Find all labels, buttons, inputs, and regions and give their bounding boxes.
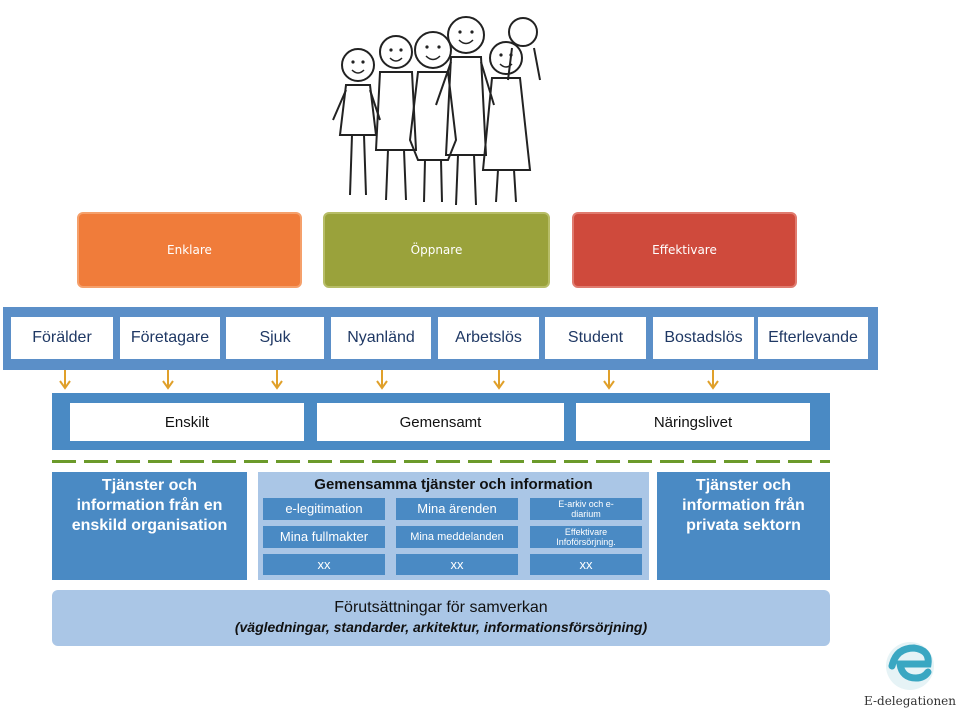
cell-xx: xx — [530, 554, 642, 575]
cell-xx: xx — [396, 554, 518, 575]
right-box-line: privata sektorn — [686, 517, 801, 534]
arrow-down-icon — [59, 370, 71, 390]
level-oppnare: Öppnare — [323, 212, 550, 288]
level-label: Effektivare — [652, 243, 717, 257]
target-band: Enskilt Gemensamt Näringslivet — [52, 393, 830, 450]
cell-line: Infoförsörjning. — [556, 537, 616, 547]
persona-efterlevande: Efterlevande — [758, 317, 868, 359]
persona-foretagare: Företagare — [120, 317, 220, 359]
cell-mina-meddelanden: Mina meddelanden — [396, 526, 518, 548]
logo-text: E-delegationen — [863, 694, 957, 708]
persona-band: Förälder Företagare Sjuk Nyanländ Arbets… — [3, 307, 878, 370]
cell-effektivare: Effektivare Infoförsörjning. — [530, 526, 642, 548]
persona-sjuk: Sjuk — [226, 317, 324, 359]
cell-xx: xx — [263, 554, 385, 575]
right-box-line: information från — [682, 497, 805, 514]
cell-line: diarium — [571, 509, 601, 519]
e-delegationen-logo: E-delegationen — [862, 640, 958, 712]
foundation-subtitle: (vägledningar, standarder, arkitektur, i… — [234, 619, 648, 635]
left-box-line: information från en — [76, 497, 223, 514]
arrow-down-icon — [376, 370, 388, 390]
cell-line: Effektivare — [564, 527, 608, 537]
target-gemensamt: Gemensamt — [317, 403, 564, 441]
level-enklare: Enklare — [77, 212, 302, 288]
people-illustration — [332, 16, 541, 206]
arrow-down-icon — [162, 370, 174, 390]
level-label: Öppnare — [410, 243, 463, 257]
cell-e-legitimation: e-legitimation — [263, 498, 385, 520]
cell-e-arkiv: E-arkiv och e- diarium — [530, 498, 642, 520]
arrow-down-icon — [603, 370, 615, 390]
right-services-box: Tjänster och information från privata se… — [657, 472, 830, 580]
level-label: Enklare — [167, 243, 212, 257]
arrow-down-icon — [493, 370, 505, 390]
dashed-divider — [52, 460, 830, 463]
persona-bostadslos: Bostadslös — [653, 317, 754, 359]
arrow-down-icon — [707, 370, 719, 390]
foundation-title: Förutsättningar för samverkan — [334, 599, 548, 616]
target-enskilt: Enskilt — [70, 403, 304, 441]
logo-swirl-icon — [886, 642, 934, 690]
arrow-down-icon — [271, 370, 283, 390]
left-box-line: Tjänster och — [101, 477, 198, 494]
cell-mina-fullmakter: Mina fullmakter — [263, 526, 385, 548]
level-effektivare: Effektivare — [572, 212, 797, 288]
cell-mina-arenden: Mina ärenden — [396, 498, 518, 520]
right-box-line: Tjänster och — [695, 477, 792, 494]
left-services-box: Tjänster och information från en enskild… — [52, 472, 247, 580]
persona-nyanland: Nyanländ — [331, 317, 431, 359]
foundation-band: Förutsättningar för samverkan (väglednin… — [52, 590, 830, 646]
persona-arbetslos: Arbetslös — [438, 317, 539, 359]
persona-foralder: Förälder — [11, 317, 113, 359]
cell-line: E-arkiv och e- — [558, 499, 614, 509]
persona-student: Student — [545, 317, 646, 359]
shared-services-box: Gemensamma tjänster och information e-le… — [258, 472, 649, 580]
shared-services-title: Gemensamma tjänster och information — [314, 476, 593, 493]
left-box-line: enskild organisation — [71, 517, 228, 534]
target-naringslivet: Näringslivet — [576, 403, 810, 441]
